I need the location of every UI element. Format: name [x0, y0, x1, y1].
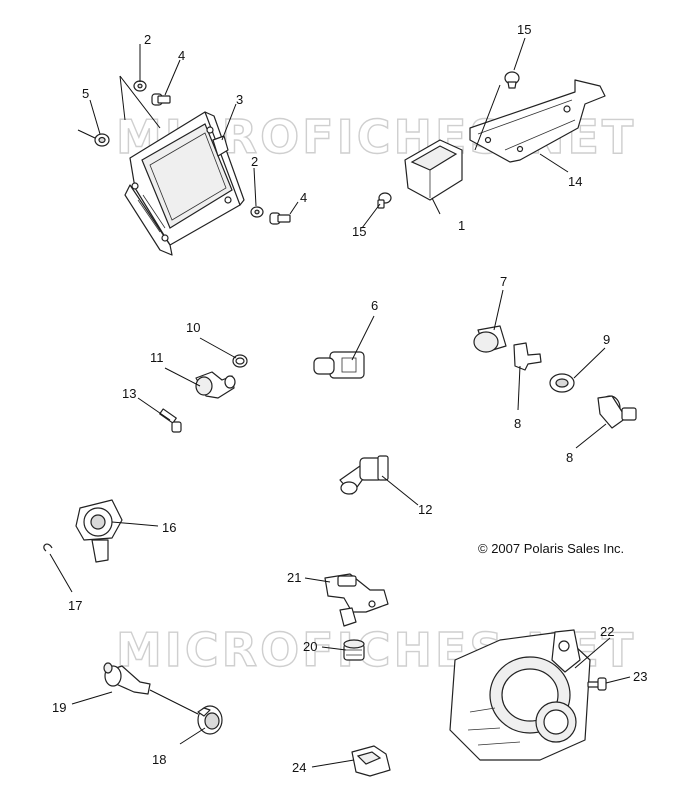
callout-12: 12 [418, 502, 432, 517]
clip-17 [43, 543, 53, 552]
screw-23 [587, 677, 607, 691]
callout-3: 3 [236, 92, 243, 107]
knock-sensor-16 [75, 499, 123, 563]
callout-22: 22 [600, 624, 614, 639]
ecu-module [124, 111, 245, 256]
callout-21: 21 [287, 570, 301, 585]
fitting-20 [343, 639, 365, 661]
fastener-15-top [504, 71, 520, 89]
callout-19: 19 [52, 700, 66, 715]
grommet-5 [94, 133, 110, 147]
map-sensor-21 [324, 573, 389, 627]
copyright-text: © 2007 Polaris Sales Inc. [478, 541, 624, 556]
sensor-6 [313, 351, 365, 379]
seal-18 [197, 705, 223, 735]
ring-9 [549, 373, 575, 393]
callout-8-sensor: 8 [566, 450, 573, 465]
callout-2-top: 2 [144, 32, 151, 47]
bolt-4-top [151, 93, 171, 106]
clip-8 [513, 342, 542, 371]
callout-24: 24 [292, 760, 306, 775]
oring-10 [232, 354, 248, 368]
callout-9: 9 [603, 332, 610, 347]
callout-4-right: 4 [300, 190, 307, 205]
cover-1 [404, 139, 463, 201]
callout-18: 18 [152, 752, 166, 767]
callout-1: 1 [458, 218, 465, 233]
callout-11: 11 [150, 350, 164, 365]
screw-13 [159, 408, 182, 433]
callout-15-left: 15 [352, 224, 366, 239]
throttle-body-22 [449, 629, 591, 761]
callout-10: 10 [186, 320, 200, 335]
callout-7: 7 [500, 274, 507, 289]
callout-8-clip: 8 [514, 416, 521, 431]
callout-5: 5 [82, 86, 89, 101]
part-19 [103, 662, 151, 695]
callout-16: 16 [162, 520, 176, 535]
elbow-11 [195, 371, 236, 399]
callout-23: 23 [633, 669, 647, 684]
bolt-4-right [269, 212, 291, 225]
sensor-8 [597, 395, 637, 429]
connector-24 [351, 745, 391, 777]
callout-6: 6 [371, 298, 378, 313]
callout-17: 17 [68, 598, 82, 613]
bracket-14 [469, 79, 606, 163]
callout-14: 14 [568, 174, 582, 189]
fastener-15-left [377, 192, 392, 209]
callout-13: 13 [122, 386, 136, 401]
callout-labels: 2 4 5 3 2 4 1 15 14 15 6 7 8 9 8 10 11 1… [52, 22, 647, 775]
leader-lines [49, 37, 631, 768]
callout-15-top: 15 [517, 22, 531, 37]
callout-4-top: 4 [178, 48, 185, 63]
sensor-12 [339, 455, 389, 495]
cap-7 [473, 325, 507, 353]
callout-2-right: 2 [251, 154, 258, 169]
callout-20: 20 [303, 639, 317, 654]
